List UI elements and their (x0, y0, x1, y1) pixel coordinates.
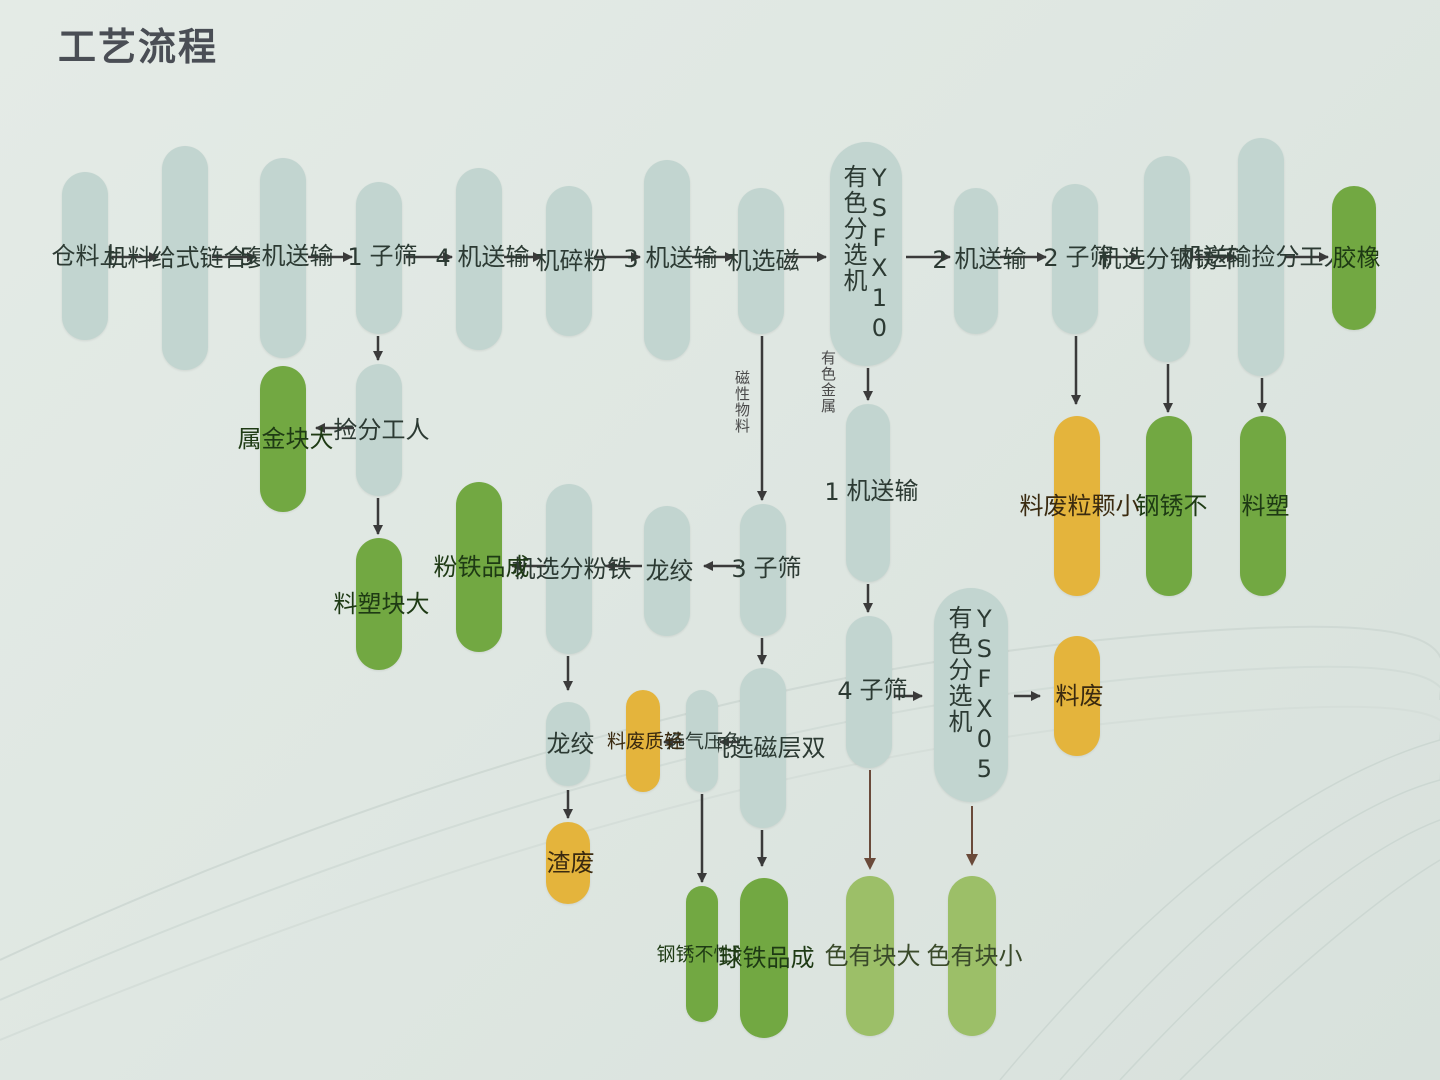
node-chain-feeder: 复 合 链 式 给 料 机 (99, 146, 271, 370)
node-small-particle-waste: 小 颗 粒 废 料 (1015, 416, 1139, 596)
edge-label-magnetic: 磁性物料 (733, 370, 751, 434)
node-conveyor-1: 输 送 机 1 (818, 404, 918, 582)
node-feed-bin: 上 料 仓 (47, 172, 123, 340)
node-iron-powder-separator: 铁 粉 分 选 机 (507, 484, 631, 654)
node-auger-1: 绞 龙 (641, 506, 693, 636)
node-auger-2: 绞 龙 (542, 702, 594, 786)
node-large-plastic: 大 块 塑 料 (329, 538, 429, 670)
node-screen-4: 筛 子 4 (831, 616, 907, 768)
node-conveyor-5: 输 送 机 5 (233, 158, 333, 358)
node-waste: 废 料 (1051, 636, 1103, 756)
node-crusher: 粉 碎 机 (531, 186, 607, 336)
node-large-metal: 大 块 金 属 (233, 366, 333, 512)
node-large-nonferrous: 大 块 有 色 (820, 876, 920, 1036)
edge-label-nonferrous: 有色金属 (819, 350, 837, 414)
node-ysfx10: YSFX10 有色分选机 (830, 142, 902, 366)
page-title: 工艺流程 (58, 25, 219, 69)
node-conveyor-4: 输 送 机 4 (429, 168, 529, 350)
node-magnetic-stainless: 磁 性 不 锈 钢 (654, 886, 752, 1022)
node-light-waste: 轻 质 废 料 (604, 690, 683, 792)
node-small-nonferrous: 小 块 有 色 (922, 876, 1022, 1036)
node-negative-pressure-air: 负 压 气 选 (663, 690, 742, 792)
node-rubber: 橡 胶 (1328, 186, 1380, 330)
node-iron-powder-product: 成 品 铁 粉 (429, 482, 529, 652)
node-stainless-separator: 不 锈 钢 分 选 机 (1093, 156, 1241, 362)
node-ysfx05: YSFX05 有色分选机 (934, 588, 1008, 802)
node-screen-2: 筛 子 2 (1037, 184, 1113, 334)
node-screen-3: 筛 子 3 (725, 504, 801, 636)
node-conveyor-3: 输 送 机 3 (617, 160, 717, 360)
node-stainless-steel: 不 锈 钢 (1131, 416, 1207, 596)
node-magnetic-separator: 磁 选 机 (723, 188, 799, 334)
node-screen-1: 筛 子 1 (341, 182, 417, 334)
node-slag: 废 渣 (542, 822, 594, 904)
node-manual-sort: 人 工 分 捡 (329, 364, 429, 496)
node-iron-ball-product: 成 品 铁 球 (714, 878, 814, 1038)
node-manual-sort-conveyor: 人 工 分 捡 输 送 机 (1175, 138, 1347, 376)
node-conveyor-2: 输 送 机 2 (926, 188, 1026, 334)
node-double-magnetic-separator: 双 层 磁 选 机 (701, 668, 825, 828)
node-plastic: 塑 料 (1237, 416, 1289, 596)
